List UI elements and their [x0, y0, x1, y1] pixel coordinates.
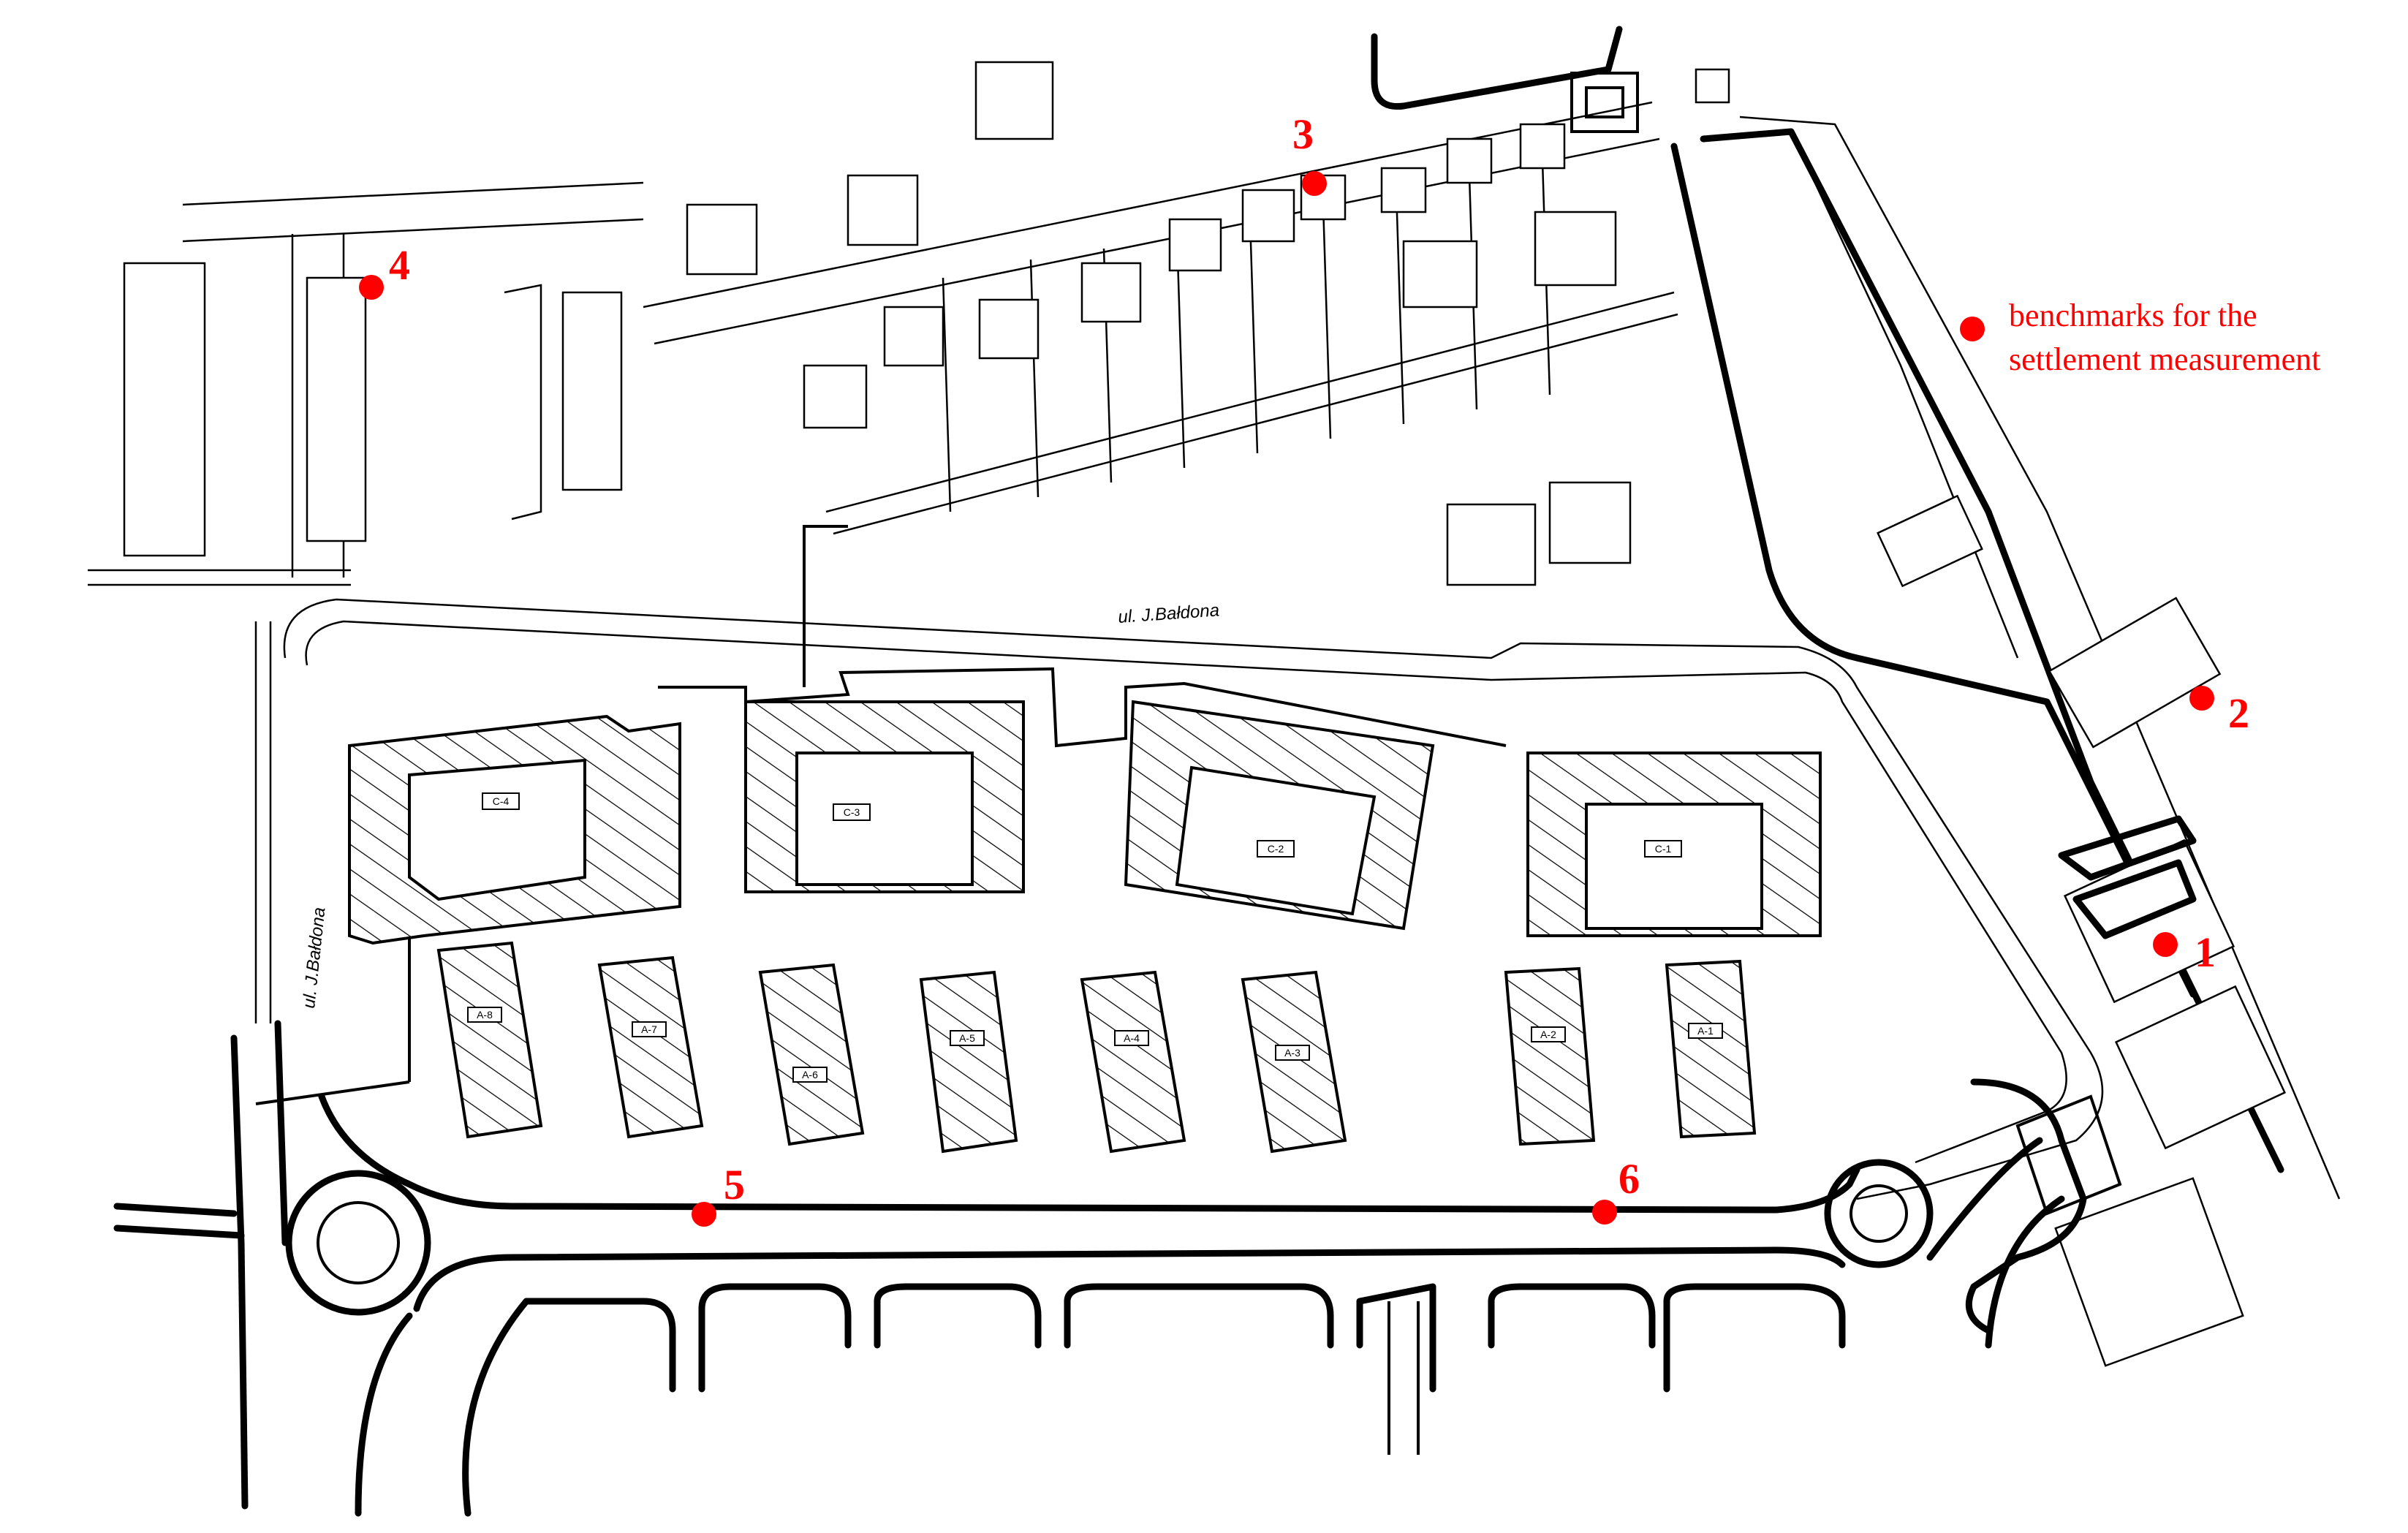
east-street — [1670, 116, 2341, 1367]
building-code-a6: A-6 — [802, 1069, 818, 1080]
benchmark-2: 2 — [2189, 686, 2249, 737]
benchmark-label: 6 — [1618, 1155, 1640, 1203]
courtyard-building-c3: C-3 — [744, 700, 1025, 893]
benchmark-3: 3 — [1292, 110, 1327, 196]
street-label-upper: ul. J.Bałdona — [1118, 600, 1220, 627]
block-building-a2: A-2 — [1504, 966, 1596, 1146]
benchmark-1: 1 — [2153, 928, 2216, 976]
street-label-left: ul. J.Bałdona — [299, 906, 329, 1010]
benchmark-marker — [2189, 686, 2214, 711]
benchmark-marker — [359, 275, 384, 300]
block-building-a6: A-6 — [758, 963, 865, 1146]
benchmark-label: 1 — [2195, 928, 2216, 976]
benchmark-label: 4 — [389, 241, 410, 289]
block-building-a3: A-3 — [1241, 970, 1347, 1154]
building-code-c3: C-3 — [844, 806, 860, 818]
benchmark-4: 4 — [359, 241, 410, 300]
building-code-a3: A-3 — [1284, 1047, 1300, 1059]
south-parking-lots — [523, 1283, 1846, 1455]
benchmark-marker — [1302, 171, 1327, 196]
block-building-a7: A-7 — [597, 955, 704, 1139]
benchmark-6: 6 — [1592, 1155, 1640, 1224]
block-building-a5: A-5 — [919, 970, 1018, 1154]
benchmark-marker — [692, 1202, 716, 1227]
building-code-a8: A-8 — [477, 1009, 493, 1021]
block-building-a8: A-8 — [436, 941, 543, 1139]
benchmark-label: 5 — [724, 1161, 745, 1208]
courtyard-building-c2: C-2 — [1124, 700, 1435, 931]
building-code-a5: A-5 — [959, 1032, 975, 1044]
courtyard-building-c1: C-1 — [1526, 752, 1822, 937]
building-code-a2: A-2 — [1540, 1029, 1556, 1040]
legend-marker — [1960, 317, 1985, 341]
building-code-a4: A-4 — [1124, 1032, 1140, 1044]
legend-text-line1: benchmarks for the — [2009, 298, 2257, 333]
block-building-a1: A-1 — [1665, 959, 1757, 1139]
block-buildings: A-8 A-7 A-6 A-5 A-4 A-3 — [436, 941, 1757, 1154]
benchmark-label: 2 — [2228, 689, 2249, 737]
courtyard-building-c4: C-4 — [348, 714, 681, 945]
benchmark-marker — [1592, 1200, 1617, 1224]
legend-text-line2: settlement measurement — [2009, 341, 2320, 377]
building-code-c1: C-1 — [1655, 843, 1672, 855]
north-west-block — [88, 181, 644, 586]
building-code-a7: A-7 — [641, 1023, 657, 1035]
block-building-a4: A-4 — [1080, 970, 1186, 1154]
benchmark-5: 5 — [692, 1161, 745, 1227]
building-code-c2: C-2 — [1268, 843, 1284, 855]
benchmark-label: 3 — [1292, 110, 1314, 158]
benchmark-marker — [2153, 932, 2178, 957]
building-code-c4: C-4 — [493, 795, 510, 807]
north-residential-area — [643, 26, 1730, 586]
courtyard-buildings: C-4 C-3 C-2 C-1 — [348, 700, 1822, 945]
building-code-a1: A-1 — [1697, 1025, 1714, 1037]
perimeter-road — [113, 598, 2104, 1517]
legend: benchmarks for the settlement measuremen… — [1960, 298, 2320, 377]
utility-lines — [255, 525, 1507, 1105]
